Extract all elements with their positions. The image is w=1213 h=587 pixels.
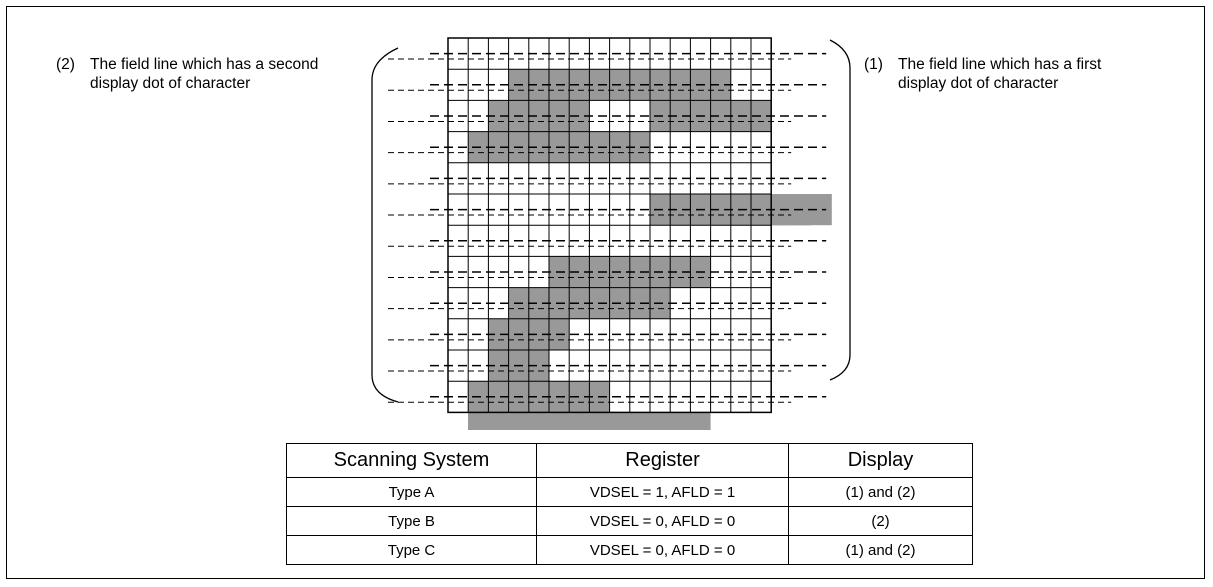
scanning-system-cell: Type C (286, 535, 537, 565)
lit-dot (528, 318, 549, 350)
register-cell: VDSEL = 1, AFLD = 1 (536, 477, 789, 507)
note-number: (2) (56, 56, 75, 73)
field-line-dot-diagram (371, 37, 851, 430)
table-row: Type C VDSEL = 0, AFLD = 0 (1) and (2) (286, 535, 973, 565)
first-field-line-note: (1) The field line which has a first dis… (864, 55, 1154, 115)
note-text: The field line which has a first display… (898, 56, 1102, 92)
register-cell: VDSEL = 0, AFLD = 0 (536, 506, 789, 536)
second-field-line-note: (2) The field line which has a second di… (56, 55, 346, 115)
left-bracket (371, 47, 399, 403)
column-header-register: Register (536, 443, 789, 478)
note-text: The field line which has a second displa… (90, 56, 319, 92)
display-cell: (1) and (2) (788, 477, 973, 507)
note-number: (1) (864, 56, 883, 73)
column-header-scanning-system: Scanning System (286, 443, 537, 478)
scanning-system-cell: Type B (286, 506, 537, 536)
table-header-row: Scanning System Register Display (286, 443, 973, 478)
register-cell: VDSEL = 0, AFLD = 0 (536, 535, 789, 565)
scanning-system-cell: Type A (286, 477, 537, 507)
scanning-system-table: Scanning System Register Display Type A … (286, 443, 973, 565)
table-row: Type A VDSEL = 1, AFLD = 1 (1) and (2) (286, 477, 973, 507)
figure-frame (6, 6, 1205, 579)
display-cell: (2) (788, 506, 973, 536)
lit-dot (488, 318, 509, 350)
display-cell: (1) and (2) (788, 535, 973, 565)
table-row: Type B VDSEL = 0, AFLD = 0 (2) (286, 506, 973, 536)
column-header-display: Display (788, 443, 973, 478)
right-bracket (829, 39, 851, 381)
dot-matrix-border (447, 37, 772, 414)
lit-dot (468, 412, 711, 430)
